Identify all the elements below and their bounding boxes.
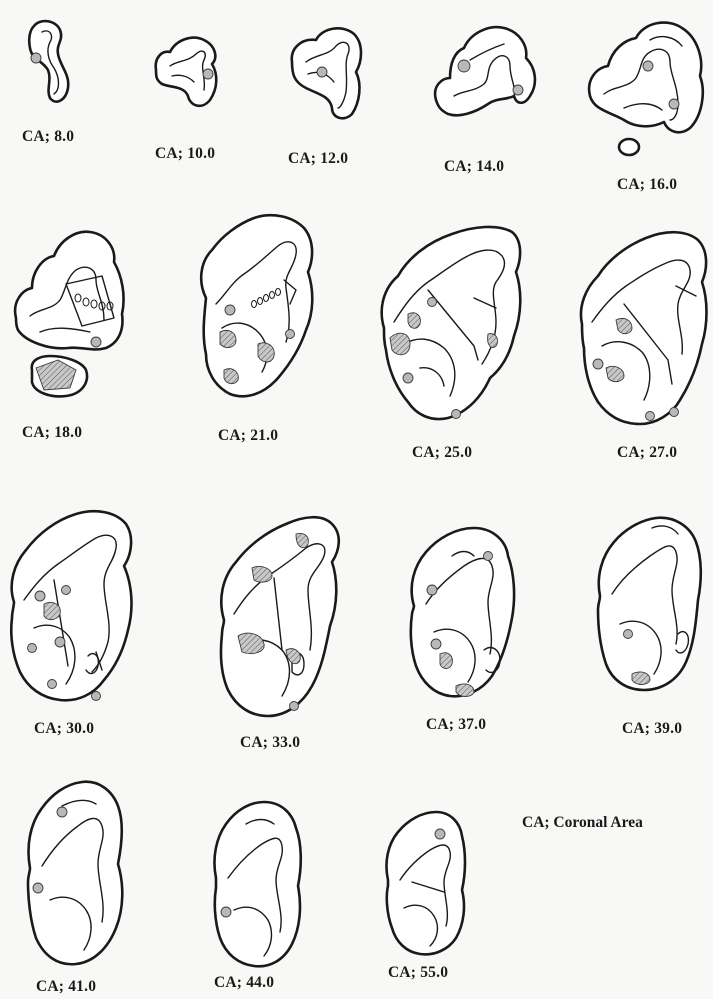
legend-text: CA; Coronal Area [522, 814, 643, 832]
brain-section-10 [148, 30, 228, 110]
brain-section-8 [22, 14, 82, 114]
section-label: CA; 8.0 [22, 128, 74, 146]
brain-section-39 [592, 510, 708, 700]
brain-section-37 [404, 520, 520, 702]
section-label: CA; 25.0 [412, 444, 472, 462]
brain-section-14 [430, 20, 542, 130]
section-label: CA; 55.0 [388, 964, 448, 982]
brain-section-16 [582, 16, 708, 166]
section-label: CA; 39.0 [622, 720, 682, 738]
brain-section-44 [208, 792, 308, 972]
brain-section-12 [282, 22, 366, 122]
section-label: CA; 27.0 [617, 444, 677, 462]
section-label: CA; 10.0 [155, 145, 215, 163]
brain-section-55 [378, 804, 470, 960]
brain-section-27 [576, 224, 710, 430]
section-label: CA; 12.0 [288, 150, 348, 168]
section-label: CA; 44.0 [214, 974, 274, 992]
brain-section-33 [212, 510, 346, 722]
section-label: CA; 21.0 [218, 427, 278, 445]
brain-section-30 [4, 506, 138, 706]
brain-section-25 [378, 218, 526, 424]
section-label: CA; 14.0 [444, 158, 504, 176]
section-label: CA; 16.0 [617, 176, 677, 194]
section-label: CA; 33.0 [240, 734, 300, 752]
section-label: CA; 30.0 [34, 720, 94, 738]
section-label: CA; 41.0 [36, 978, 96, 996]
section-label: CA; 18.0 [22, 424, 82, 442]
section-label: CA; 37.0 [426, 716, 486, 734]
brain-section-18 [10, 218, 130, 418]
brain-section-41 [22, 772, 130, 972]
brain-section-21 [192, 208, 318, 408]
